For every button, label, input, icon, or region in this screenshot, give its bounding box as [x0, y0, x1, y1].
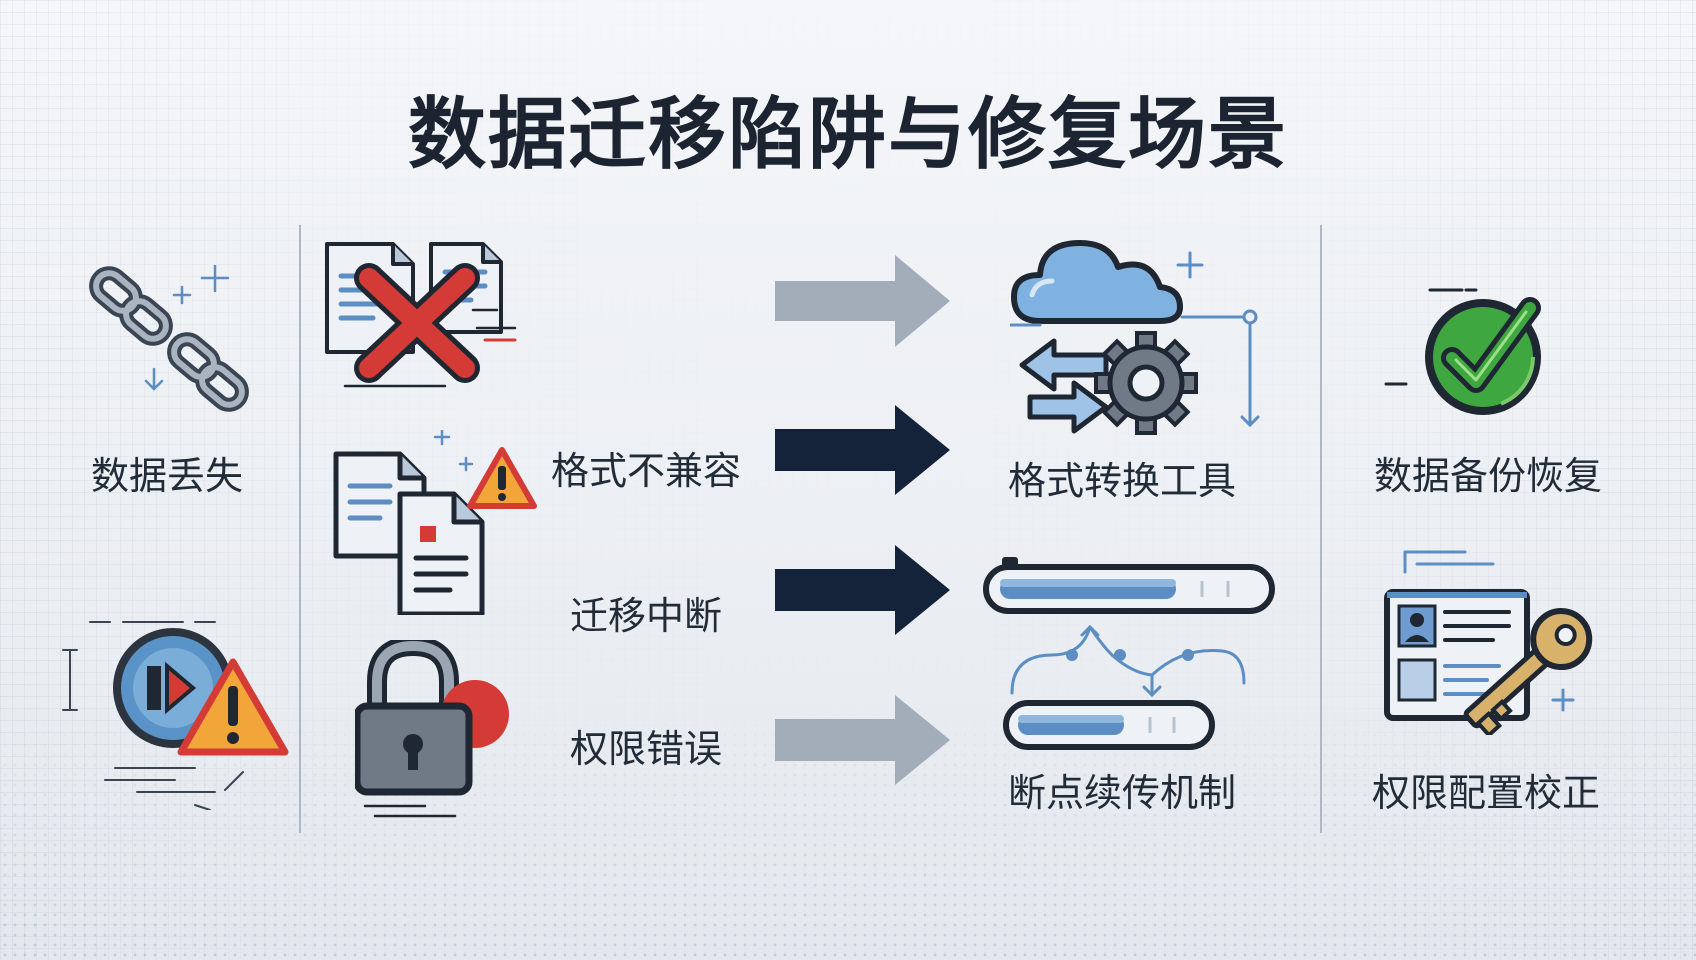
- left-divider: [299, 225, 301, 833]
- risk-label-data-loss: 数据丢失: [90, 454, 244, 498]
- problem-label-interrupt: 迁移中断: [569, 594, 723, 638]
- lock-icon: [355, 640, 509, 818]
- problem-label-permission: 权限错误: [569, 727, 723, 771]
- cloud-sync-icon: [1010, 240, 1260, 435]
- document-error-icon: [325, 242, 517, 388]
- arrow-dark-interrupt: [775, 545, 950, 635]
- solution-label-resume: 断点续传机制: [1007, 771, 1237, 815]
- problem-label-format: 格式不兼容: [550, 449, 742, 493]
- outcome-label-permission-fix: 权限配置校正: [1371, 771, 1601, 815]
- document-warning-icon: [333, 430, 537, 615]
- outcome-label-backup: 数据备份恢复: [1373, 454, 1603, 498]
- arrow-light-permission: [775, 695, 950, 785]
- progress-resume-icon: [983, 557, 1275, 750]
- check-icon: [1384, 288, 1541, 415]
- solution-label-format-tool: 格式转换工具: [1007, 459, 1237, 503]
- pause-warning-icon: [62, 621, 289, 810]
- right-divider: [1320, 225, 1322, 833]
- arrow-light-1: [775, 255, 950, 347]
- id-key-icon: [1384, 550, 1593, 735]
- broken-chain-icon: [89, 265, 249, 412]
- page-title: 数据迁移陷阱与修复场景: [407, 90, 1288, 180]
- arrow-dark-format: [775, 405, 950, 495]
